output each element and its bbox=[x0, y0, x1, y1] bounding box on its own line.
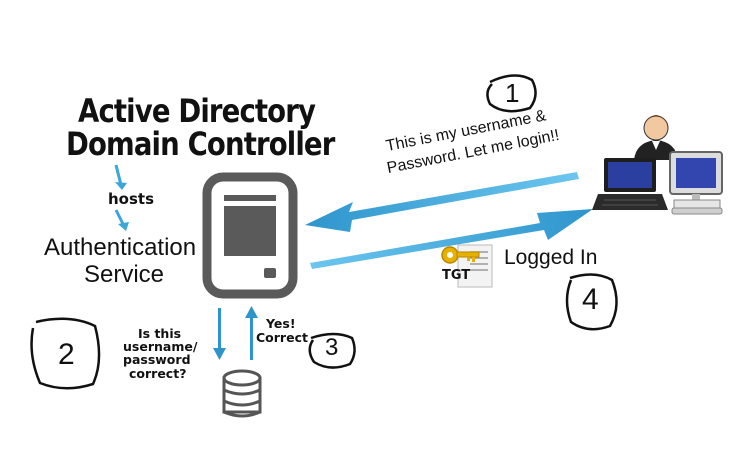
query-line-3: password bbox=[123, 352, 191, 367]
hosts-arrow-top bbox=[114, 164, 127, 190]
tgt-label: TGT bbox=[442, 268, 471, 283]
reply-line-1: Yes! bbox=[266, 316, 296, 331]
step-3-number: 3 bbox=[325, 334, 339, 361]
service-line-2: Service bbox=[84, 261, 165, 288]
key-icon bbox=[441, 246, 480, 264]
step-3-circle bbox=[308, 332, 356, 369]
logged-in-label: Logged In bbox=[504, 246, 598, 269]
step-1-circle bbox=[486, 74, 537, 113]
laptop-icon bbox=[592, 158, 668, 210]
logged-in-arrow bbox=[310, 209, 593, 269]
query-line-2: username/ bbox=[123, 339, 198, 354]
step-4-circle bbox=[565, 273, 618, 331]
hosts-label: hosts bbox=[108, 190, 155, 208]
database-icon bbox=[222, 369, 262, 418]
query-arrow-down bbox=[213, 308, 226, 360]
login-request-arrow bbox=[305, 172, 579, 232]
service-line-1: Authentication bbox=[44, 234, 197, 261]
server-icon bbox=[202, 172, 298, 299]
desktop-computer-icon bbox=[669, 151, 723, 215]
step-2-number: 2 bbox=[58, 338, 75, 371]
step-1-number: 1 bbox=[505, 78, 520, 108]
user-avatar-icon bbox=[634, 115, 678, 160]
reply-line-2: Correct bbox=[256, 330, 308, 345]
title-line-1: Active Directory bbox=[78, 92, 316, 130]
title-line-2: Domain Controller bbox=[66, 125, 335, 163]
reply-arrow-up bbox=[245, 306, 258, 360]
query-line-1: Is this bbox=[138, 326, 182, 341]
query-line-4: correct? bbox=[129, 366, 187, 381]
hosts-arrow-bottom bbox=[114, 209, 129, 231]
step-4-number: 4 bbox=[582, 283, 599, 316]
step-2-circle bbox=[30, 317, 101, 390]
